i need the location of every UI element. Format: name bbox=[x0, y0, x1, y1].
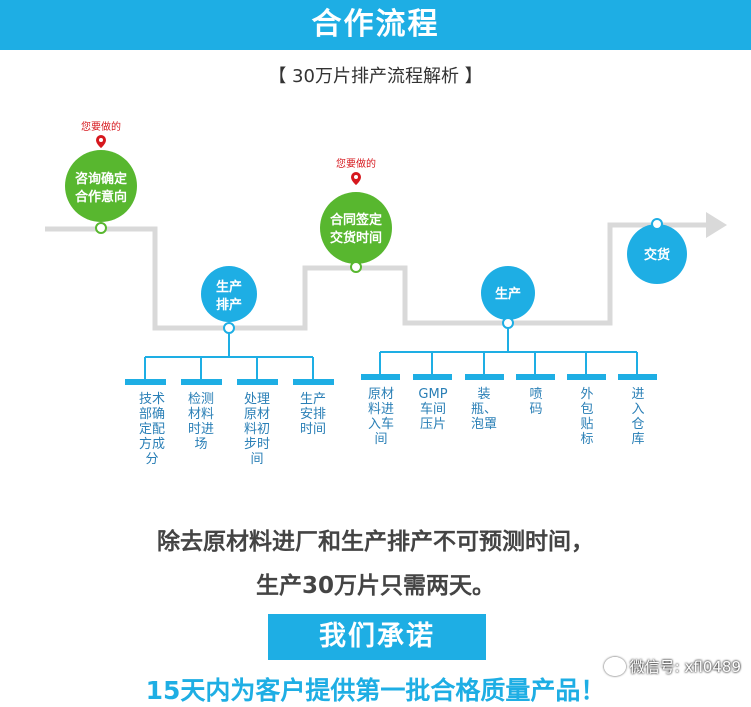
circle-label: 交货时间 bbox=[330, 230, 382, 246]
pin-1: 您要做的 bbox=[81, 120, 121, 148]
circle-label: 咨询确定 bbox=[75, 171, 127, 187]
promise-title: 我们承诺 bbox=[268, 614, 486, 660]
promise-text: 15天内为客户提供第一批合格质量产品！ bbox=[145, 676, 606, 705]
step-label: 处理原材料初步时间 bbox=[243, 392, 270, 467]
bracket-bars-2 bbox=[361, 374, 657, 380]
circle-label: 交货 bbox=[644, 247, 670, 263]
node-dot bbox=[95, 222, 107, 234]
summary-line-2: 生产30万片只需两天。 bbox=[255, 573, 495, 599]
step-label: 检测材料时进场 bbox=[187, 392, 214, 452]
step-label: 原材料进入车间 bbox=[367, 387, 394, 447]
step-label: 进入仓库 bbox=[631, 387, 645, 447]
flow-diagram: 您要做的 您要做的 咨询确定 合作意向 生产 排产 合同签定 交货时间 生产 交… bbox=[45, 120, 727, 385]
pin-label: 您要做的 bbox=[336, 157, 376, 170]
subtitle: 【 30万片排产流程解析 】 bbox=[268, 66, 483, 87]
watermark: 微信号: xfl0489 bbox=[603, 656, 741, 677]
timeline-arrowhead bbox=[706, 212, 727, 238]
step-circle-contract: 合同签定 交货时间 bbox=[320, 192, 392, 273]
step-label: 技术部确定配方成分 bbox=[138, 392, 165, 467]
step-label: 外包贴标 bbox=[580, 387, 594, 447]
step-label: 装瓶、泡罩 bbox=[470, 387, 497, 432]
pin-2: 您要做的 bbox=[336, 157, 376, 185]
bracket-production bbox=[379, 328, 638, 374]
node-dot bbox=[223, 322, 235, 334]
step-label: 喷码 bbox=[529, 387, 543, 417]
node-dot bbox=[651, 218, 663, 230]
node-dot bbox=[350, 261, 362, 273]
bracket-bars-1 bbox=[125, 379, 334, 385]
page-title: 合作流程 bbox=[0, 0, 751, 50]
wechat-icon bbox=[603, 657, 626, 676]
watermark-text: 微信号: xfl0489 bbox=[629, 658, 741, 676]
circle-label: 合同签定 bbox=[330, 212, 382, 228]
circle-label: 排产 bbox=[216, 297, 242, 313]
step-circle-delivery: 交货 bbox=[627, 218, 687, 284]
summary-line-1: 除去原材料进厂和生产排产不可预测时间， bbox=[157, 529, 594, 555]
bracket-schedule bbox=[144, 333, 314, 379]
step-circle-production: 生产 bbox=[481, 266, 535, 329]
pin-label: 您要做的 bbox=[81, 120, 121, 133]
step-circle-schedule: 生产 排产 bbox=[201, 266, 257, 334]
circle-label: 生产 bbox=[216, 279, 242, 295]
node-dot bbox=[502, 317, 514, 329]
step-label: 生产安排时间 bbox=[299, 392, 326, 437]
circle-label: 生产 bbox=[495, 286, 521, 302]
circle-label: 合作意向 bbox=[75, 189, 127, 205]
step-circle-consult: 咨询确定 合作意向 bbox=[65, 150, 137, 234]
step-label: GMP车间压片 bbox=[418, 387, 448, 432]
